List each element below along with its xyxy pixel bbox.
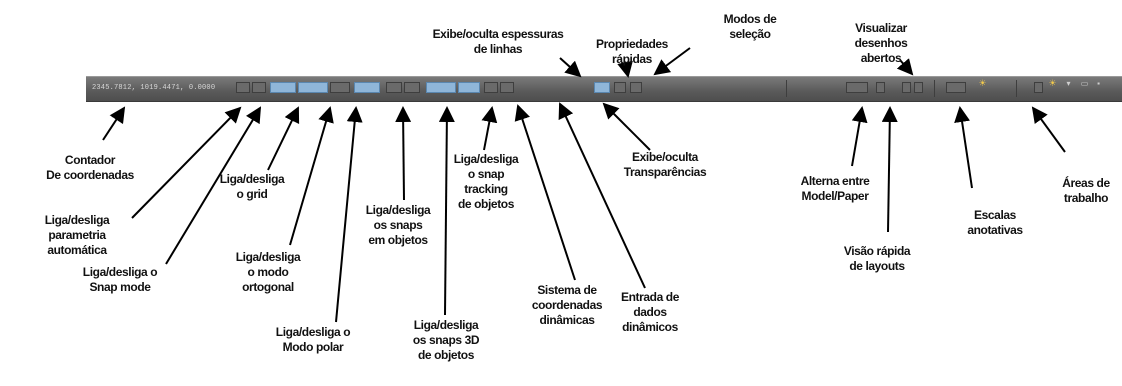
arrow-transparencias (602, 102, 651, 151)
object-snap-tracking-button[interactable] (426, 82, 456, 93)
arrow-desenhos (896, 58, 914, 76)
label-model-paper: Alterna entre Model/Paper (800, 174, 870, 203)
grid-button[interactable] (270, 82, 296, 93)
arrow-polar (335, 106, 363, 323)
3d-osnap-extra-button[interactable] (404, 82, 420, 93)
arrow-espessuras (559, 57, 582, 78)
label-snap-tracking: Liga/desliga o snap tracking de objetos (453, 152, 519, 211)
separator (786, 80, 787, 97)
arrow-propriedades (617, 60, 633, 78)
snap-mode-button[interactable] (252, 82, 266, 93)
arrow-areas (1031, 106, 1066, 153)
label-modos-selecao: Modos de seleção (723, 12, 777, 41)
label-snaps-3d: Liga/desliga os snaps 3D de objetos (412, 318, 480, 362)
label-contador-coordenadas: Contador De coordenadas (46, 153, 134, 182)
arrow-model-paper (851, 106, 868, 167)
selection-cycling-button[interactable] (630, 82, 642, 93)
3d-osnap-button[interactable] (386, 82, 402, 93)
label-ucs-dinamico: Sistema de coordenadas dinâmicas (531, 283, 603, 327)
ortho-button[interactable] (298, 82, 328, 93)
arrow-ortogonal (289, 106, 334, 246)
quick-view-layouts-button[interactable] (876, 82, 885, 93)
label-osnap: Liga/desliga os snaps em objetos (365, 203, 431, 247)
label-transparencias: Exibe/oculta Transparências (623, 150, 707, 179)
label-polar: Liga/desliga o Modo polar (275, 325, 351, 354)
label-visualizar-desenhos: Visualizar desenhos abertos (854, 21, 908, 65)
lineweight-button[interactable] (500, 82, 514, 93)
arrow-layouts (881, 106, 898, 233)
separator (1016, 80, 1017, 97)
label-espessuras: Exibe/oculta espessuras de linhas (432, 27, 564, 56)
label-ortogonal: Liga/desliga o modo ortogonal (235, 250, 301, 294)
osnap-button[interactable] (354, 82, 380, 93)
label-visao-layouts: Visão rápida de layouts (843, 244, 911, 273)
label-parametria: Liga/desliga parametria automática (44, 213, 110, 257)
arrow-parametria (131, 106, 242, 219)
quick-properties-button[interactable] (614, 82, 626, 93)
arrow-escalas (954, 106, 973, 189)
polar-button[interactable] (330, 82, 350, 93)
coordinate-readout[interactable]: 2345.7812, 1019.4471, 0.0000 (92, 84, 216, 92)
label-entrada-dinamica: Entrada de dados dinâmicos (620, 290, 680, 334)
label-grid: Liga/desliga o grid (219, 172, 285, 201)
arrow-ucs (514, 104, 576, 281)
lock-icon[interactable]: ☀ (1048, 78, 1057, 88)
auto-constrain-button[interactable] (236, 82, 250, 93)
arrow-snap (165, 106, 262, 265)
arrow-dyn (558, 102, 646, 289)
gear-icon[interactable]: ▾ (1066, 79, 1071, 88)
label-escalas-anotativas: Escalas anotativas (967, 208, 1023, 237)
arrow-contador (102, 106, 126, 141)
quick-view-drawings-button[interactable] (902, 82, 911, 93)
label-propriedades-rapidas: Propriedades rápidas (596, 37, 668, 66)
label-areas-trabalho: Áreas de trabalho (1062, 176, 1110, 205)
clean-screen-icon[interactable]: ▪ (1097, 79, 1100, 88)
transparency-button[interactable] (594, 82, 610, 93)
dynamic-input-button[interactable] (484, 82, 498, 93)
annotation-scale-button[interactable] (946, 82, 966, 93)
model-paper-button[interactable] (846, 82, 868, 93)
sun-icon[interactable]: ☀ (978, 78, 987, 88)
label-snap-mode: Liga/desliga o Snap mode (82, 265, 158, 294)
arrow-tracking (481, 106, 498, 151)
arrow-selecao (653, 47, 691, 76)
fullscreen-icon[interactable]: ▭ (1080, 79, 1089, 88)
status-bar: 2345.7812, 1019.4471, 0.0000 ☀ ☀ ▾ ▭ ▪ (86, 76, 1122, 102)
arrow-osnap (395, 106, 412, 201)
workspace-button[interactable] (1034, 82, 1043, 93)
quick-view-drawings-extra-button[interactable] (914, 82, 923, 93)
arrow-snaps3d (438, 106, 455, 316)
dynamic-ucs-button[interactable] (458, 82, 480, 93)
arrow-grid (267, 106, 300, 171)
separator (934, 80, 935, 97)
